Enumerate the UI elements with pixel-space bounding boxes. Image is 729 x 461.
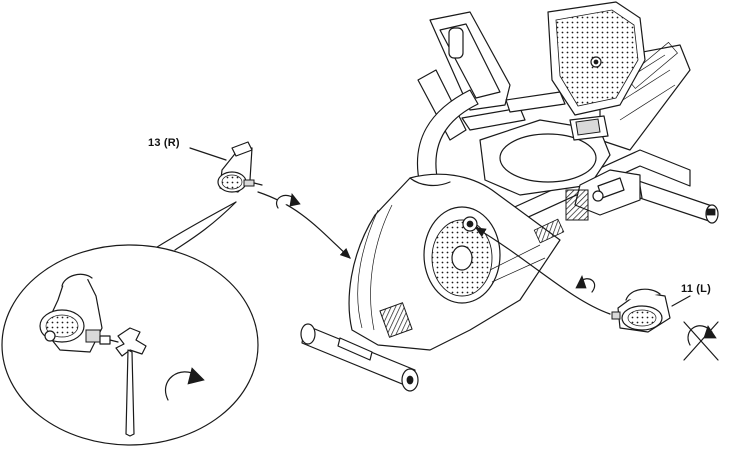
tighten-arrow-icon [575, 274, 596, 293]
front-stabilizer [300, 323, 419, 392]
left-pedal [611, 288, 671, 333]
rear-stabilizer [627, 177, 719, 224]
no-tool-icon [683, 321, 719, 361]
leader-line-left [671, 295, 691, 307]
left-pedal-path [474, 227, 611, 315]
right-pedal-label: 13 (R) [148, 137, 180, 149]
detail-pedal [39, 273, 119, 353]
seat [479, 115, 611, 196]
tighten-arrow-icon [276, 193, 301, 209]
recumbent-bike [300, 1, 719, 392]
right-pedal-path [257, 191, 351, 259]
right-pedal [217, 141, 263, 193]
backrest [547, 1, 646, 116]
upright-post [416, 89, 479, 186]
tighten-arrow-icon [165, 367, 205, 401]
leader-line-right [189, 147, 227, 161]
seat-handles [417, 11, 566, 141]
pedal-wrench-icon [115, 327, 147, 437]
left-pedal-label: 11 (L) [681, 283, 711, 295]
